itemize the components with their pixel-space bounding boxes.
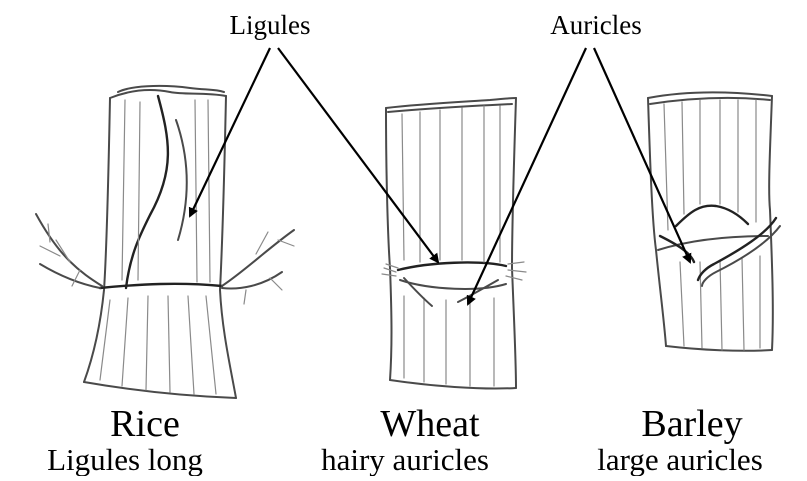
arrow-ligule-wheat — [278, 48, 438, 262]
arrow-ligule-rice — [190, 48, 270, 216]
wheat-stem-sketch — [382, 98, 526, 389]
barley-stem-sketch — [648, 92, 780, 350]
barley-name: Barley — [641, 403, 742, 445]
ligules-label: Ligules — [230, 10, 311, 40]
rice-description: Ligules long — [47, 442, 203, 476]
ligules-arrows — [190, 48, 438, 262]
rice-stem-sketch — [36, 86, 294, 398]
wheat-description: hairy auricles — [321, 442, 489, 476]
arrow-auricle-barley — [594, 48, 690, 262]
arrow-auricle-wheat — [468, 48, 586, 304]
auricles-label: Auricles — [550, 10, 641, 40]
barley-description: large auricles — [597, 442, 763, 476]
wheat-name: Wheat — [380, 403, 480, 445]
rice-name: Rice — [110, 403, 180, 445]
